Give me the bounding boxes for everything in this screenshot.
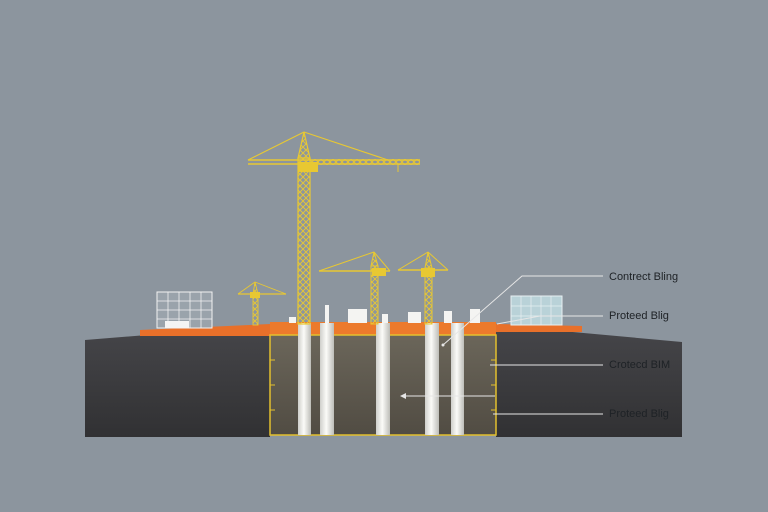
pit-wall-ticks: [270, 359, 496, 411]
pile: [451, 323, 464, 435]
callout-label-1: Contrect Bling: [609, 271, 679, 283]
callout-line-1: [442, 275, 603, 346]
pile: [376, 323, 390, 435]
pile: [320, 323, 334, 435]
ground-right: [496, 325, 682, 437]
ground-left: [85, 325, 270, 437]
callout-lines: [400, 275, 603, 415]
callout-label-2: Proteed Blig: [609, 310, 669, 322]
callout-label-3: Crotecd BIM: [609, 359, 671, 371]
glass-building-right: [510, 295, 563, 326]
foundation-piles: [298, 323, 464, 435]
callout-label-4: Proteed Blig: [609, 408, 669, 420]
tower-crane-large: [247, 131, 420, 325]
tower-crane-small-left: [237, 281, 287, 326]
pile: [298, 323, 311, 435]
tower-crane-medium: [318, 251, 391, 325]
ground: [85, 325, 682, 437]
callout-line-2: [496, 315, 603, 325]
arrow-head-icon: [400, 393, 406, 399]
tower-crane-small-right: [397, 251, 449, 325]
pile: [425, 323, 439, 435]
grid-building-left: [156, 291, 213, 329]
site-structures: [289, 305, 480, 323]
callout-dot: [441, 343, 445, 347]
